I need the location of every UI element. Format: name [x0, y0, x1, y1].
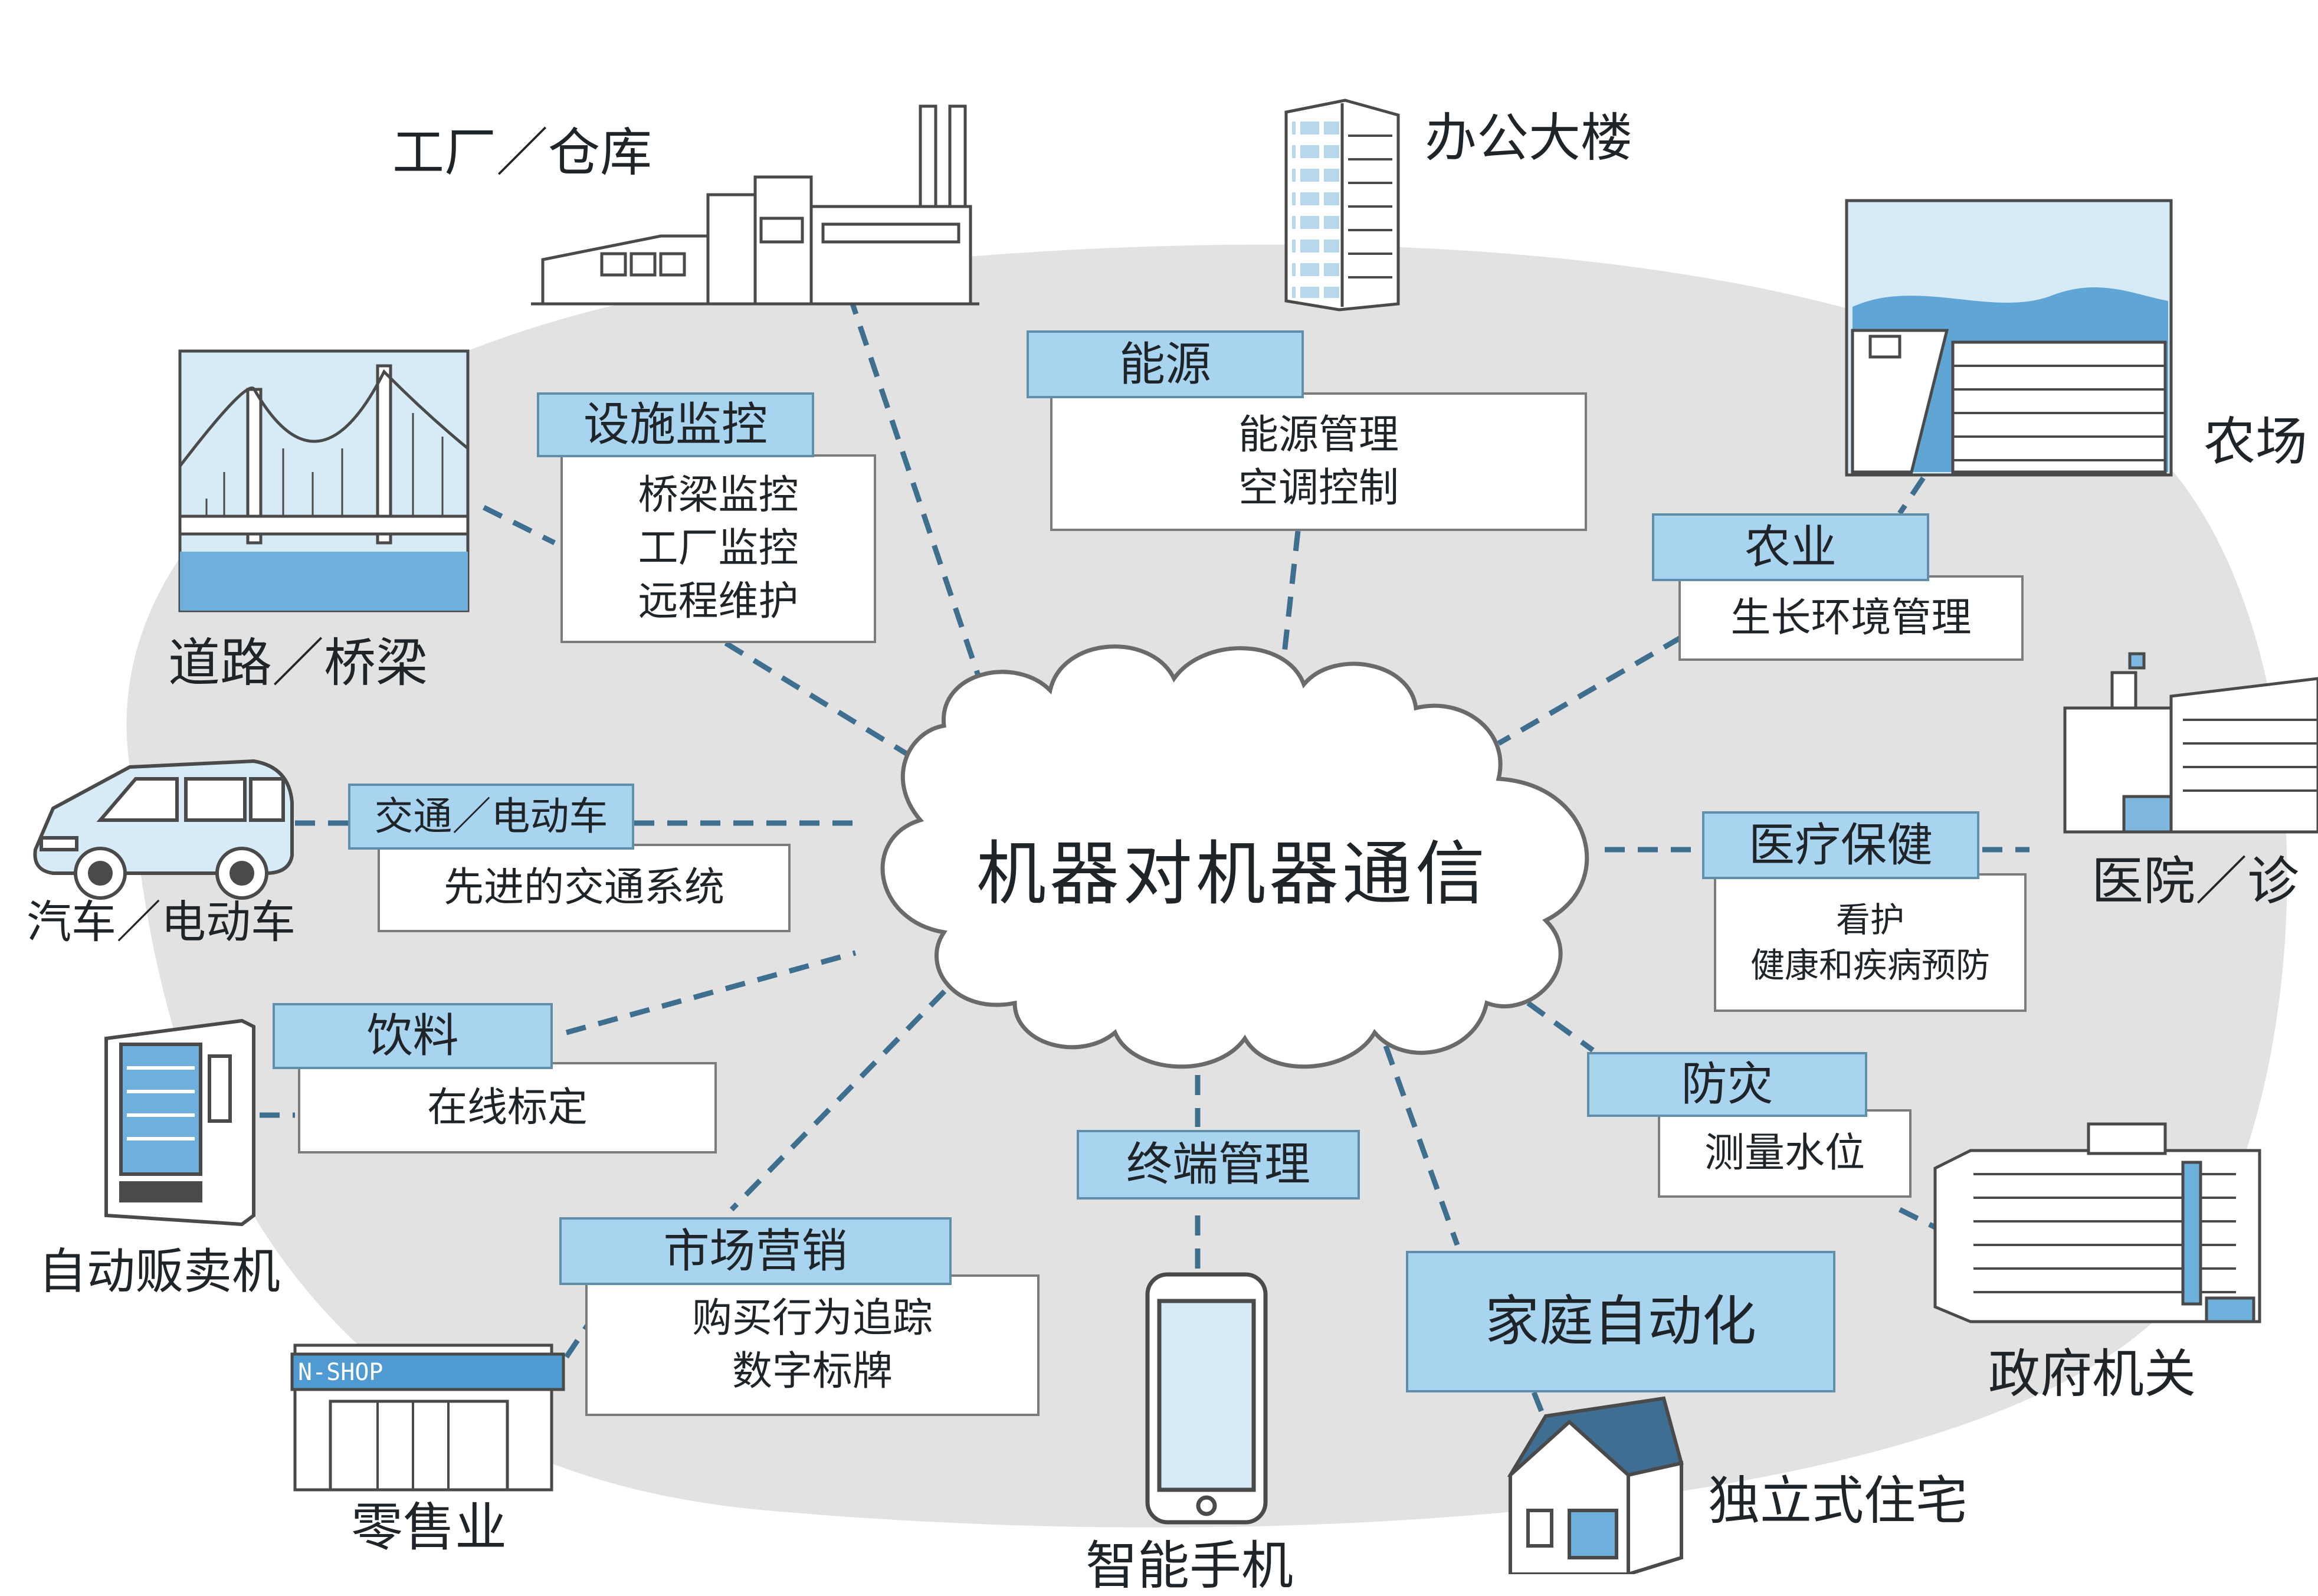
place-farm: 农场 — [2204, 411, 2308, 472]
drinks-items-box: 在线标定 — [298, 1062, 717, 1153]
place-vending: 自动贩卖机 — [38, 1244, 281, 1300]
office-building-icon — [1284, 99, 1400, 312]
connector-marketing — [729, 965, 970, 1212]
traffic-title: 交通／电动车 — [348, 784, 634, 850]
connector-house — [1531, 1391, 1549, 1423]
connector-facility — [724, 641, 940, 775]
disaster-items-box: 测量水位 — [1658, 1109, 1912, 1198]
connector-disaster — [1526, 1001, 1595, 1053]
connector-home — [1372, 1014, 1460, 1246]
central-cloud — [880, 644, 1589, 1069]
store-sign-text: N-SHOP — [298, 1359, 383, 1386]
place-house: 独立式住宅 — [1708, 1470, 1968, 1531]
connector-factory — [847, 294, 994, 715]
connector-road — [482, 504, 556, 546]
facility-items-box: 桥梁监控 工厂监控 远程维护 — [560, 454, 876, 643]
bridge-icon — [178, 349, 470, 612]
connector-government — [1898, 1207, 1937, 1230]
agri-items-box: 生长环境管理 — [1678, 575, 2024, 661]
home-title: 家庭自动化 — [1406, 1251, 1835, 1392]
smartphone-icon — [1145, 1272, 1268, 1525]
hospital-icon — [2063, 652, 2318, 834]
marketing-items-box: 购买行为追踪 数字标牌 — [585, 1274, 1040, 1416]
marketing-title: 市场营销 — [559, 1217, 952, 1285]
energy-item-2: 空调控制 — [1238, 464, 1399, 512]
place-factory: 工厂／仓库 — [392, 122, 653, 183]
terminal-title: 终端管理 — [1077, 1130, 1360, 1200]
facility-item-1: 桥梁监控 — [638, 472, 799, 519]
health-title: 医疗保健 — [1702, 811, 1979, 879]
factory-icon — [531, 104, 979, 306]
facility-item-2: 工厂监控 — [638, 525, 799, 572]
health-items-box: 看护 健康和疾病预防 — [1714, 873, 2027, 1012]
place-car: 汽车／电动车 — [27, 896, 296, 948]
energy-title: 能源 — [1027, 330, 1304, 398]
place-government: 政府机关 — [1988, 1343, 2196, 1404]
connector-farm — [1897, 476, 1926, 515]
facility-title: 设施监控 — [537, 392, 814, 457]
facility-item-3: 远程维护 — [638, 578, 799, 625]
energy-items-box: 能源管理 空调控制 — [1050, 392, 1587, 531]
agri-title: 农业 — [1652, 513, 1929, 581]
connector-drinks — [565, 950, 857, 1035]
car-icon — [33, 759, 294, 900]
traffic-item-1: 先进的交通系统 — [443, 864, 724, 912]
place-road: 道路／桥梁 — [168, 632, 428, 693]
marketing-item-1: 购买行为追踪 — [691, 1295, 933, 1342]
place-office: 办公大楼 — [1425, 107, 1633, 168]
retail-store-icon — [290, 1343, 565, 1492]
traffic-items-box: 先进的交通系统 — [378, 844, 791, 932]
farm-greenhouse-icon — [1845, 199, 2173, 477]
vending-machine-icon — [104, 1018, 255, 1227]
energy-item-1: 能源管理 — [1238, 411, 1399, 458]
disaster-item-1: 测量水位 — [1704, 1130, 1865, 1177]
drinks-item-1: 在线标定 — [427, 1084, 588, 1131]
connector-agri — [1497, 635, 1683, 746]
place-hospital: 医院／诊 — [2091, 851, 2300, 912]
place-phone: 智能手机 — [1086, 1535, 1294, 1596]
marketing-item-2: 数字标牌 — [732, 1348, 893, 1395]
health-item-2: 健康和疾病预防 — [1750, 945, 1990, 985]
government-building-icon — [1933, 1122, 2261, 1323]
center-label: 机器对机器通信 — [976, 833, 1489, 915]
drinks-title: 饮料 — [273, 1003, 553, 1069]
place-retail: 零售业 — [351, 1497, 507, 1558]
agri-item-1: 生长环境管理 — [1730, 594, 1972, 641]
house-icon — [1507, 1396, 1684, 1574]
health-item-1: 看护 — [1835, 899, 1904, 940]
disaster-title: 防灾 — [1587, 1052, 1867, 1117]
connector-lines — [260, 294, 2030, 1423]
